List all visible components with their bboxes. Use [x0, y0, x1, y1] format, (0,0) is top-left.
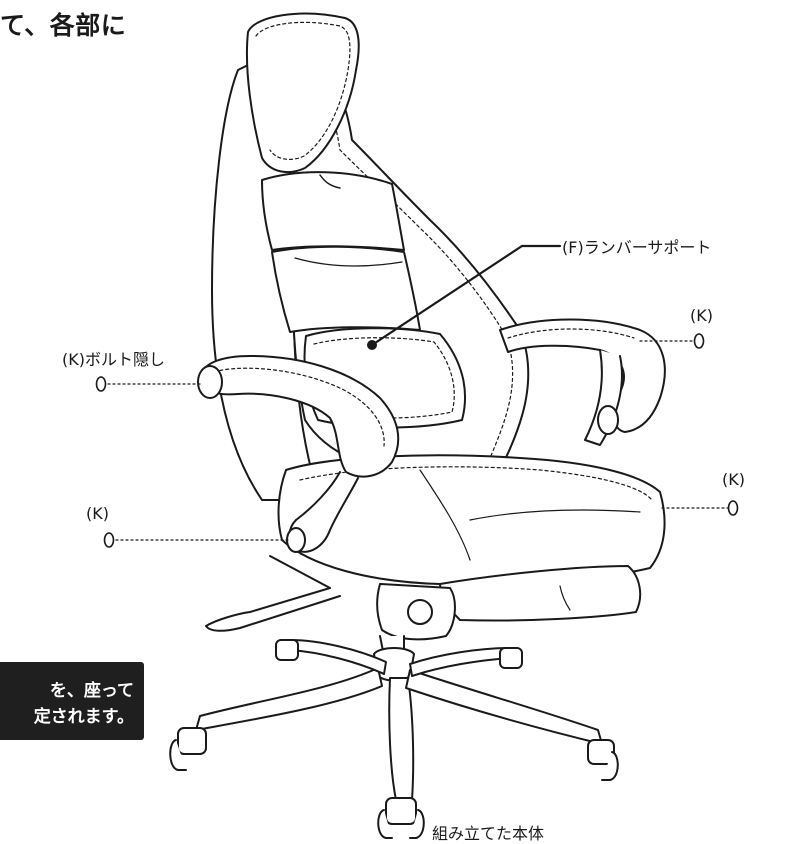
bolt-cover-cap-icon — [95, 376, 107, 392]
caster-back-left — [275, 639, 299, 661]
base-leg-left — [195, 667, 383, 731]
base-leg-right — [405, 669, 603, 745]
bolt-cover-cap-icon — [103, 532, 115, 548]
base-leg-back-left — [289, 639, 387, 675]
caster-left — [169, 727, 207, 771]
caster-front — [377, 797, 425, 839]
backrest-panel-upper — [261, 171, 405, 251]
note-line-2: 定されます。 — [33, 707, 134, 727]
label-k-left-low: (K) — [86, 504, 109, 523]
base-leg-back-right — [409, 647, 511, 677]
caster-right — [587, 739, 619, 781]
right-armrest — [499, 318, 666, 433]
left-armrest — [199, 355, 400, 478]
label-k-right-top: (K) — [690, 306, 713, 325]
label-bolt-cover: (K)ボルト隠し — [62, 350, 165, 369]
page-heading: て、各部に — [0, 11, 127, 40]
base-leg-front — [388, 677, 415, 801]
bolt-cover-cap-icon — [727, 500, 739, 516]
backrest-panel-mid — [271, 245, 421, 333]
bolt-cover-cap-icon — [693, 333, 705, 349]
instruction-note: を、座って 定されます。 — [0, 662, 144, 740]
label-assembled-body: 組み立てた本体 — [432, 824, 545, 843]
note-line-1: を、座って — [49, 681, 134, 701]
caster-back-right — [499, 647, 523, 669]
footrest — [439, 565, 642, 622]
label-lumbar-support: (F)ランバーサポート — [562, 238, 712, 257]
headrest — [245, 12, 360, 174]
leader-lumbar — [370, 244, 562, 347]
label-k-right-mid: (K) — [722, 470, 745, 489]
tilt-lever — [205, 587, 341, 632]
